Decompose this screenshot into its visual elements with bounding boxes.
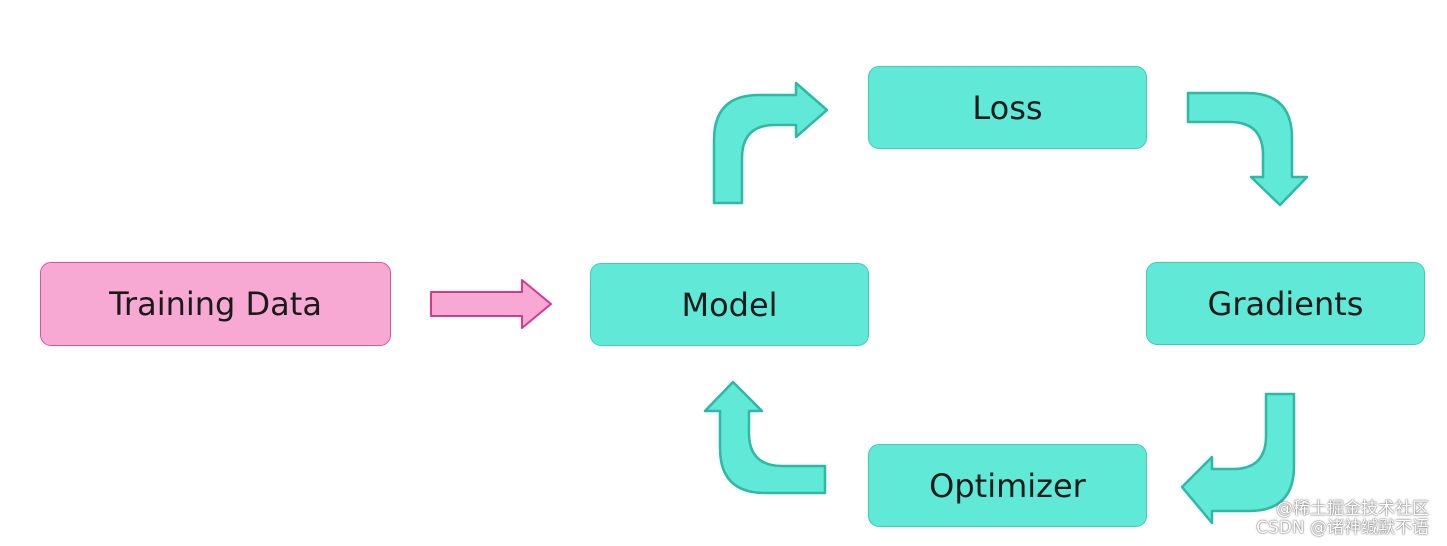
watermark: @稀土掘金技术社区 CSDN @诸神缄默不语 xyxy=(1256,500,1429,538)
gradients-node: Gradients xyxy=(1146,262,1425,345)
arrow-training-data-to-model xyxy=(430,279,552,329)
arrow-loss-to-gradients xyxy=(1186,91,1309,207)
training-data-node: Training Data xyxy=(40,262,391,346)
optimizer-node: Optimizer xyxy=(868,444,1147,527)
training-data-label: Training Data xyxy=(109,285,322,323)
watermark-line-2: CSDN @诸神缄默不语 xyxy=(1256,518,1429,538)
arrow-optimizer-to-model xyxy=(703,380,827,495)
model-label: Model xyxy=(681,285,778,324)
arrow-gradients-to-optimizer xyxy=(1180,392,1296,525)
optimizer-label: Optimizer xyxy=(929,466,1086,505)
loss-label: Loss xyxy=(972,88,1043,127)
gradients-label: Gradients xyxy=(1207,284,1364,323)
watermark-line-1: @稀土掘金技术社区 xyxy=(1276,499,1429,519)
loss-node: Loss xyxy=(868,66,1147,149)
model-node: Model xyxy=(590,263,869,346)
arrow-model-to-loss xyxy=(712,81,829,205)
